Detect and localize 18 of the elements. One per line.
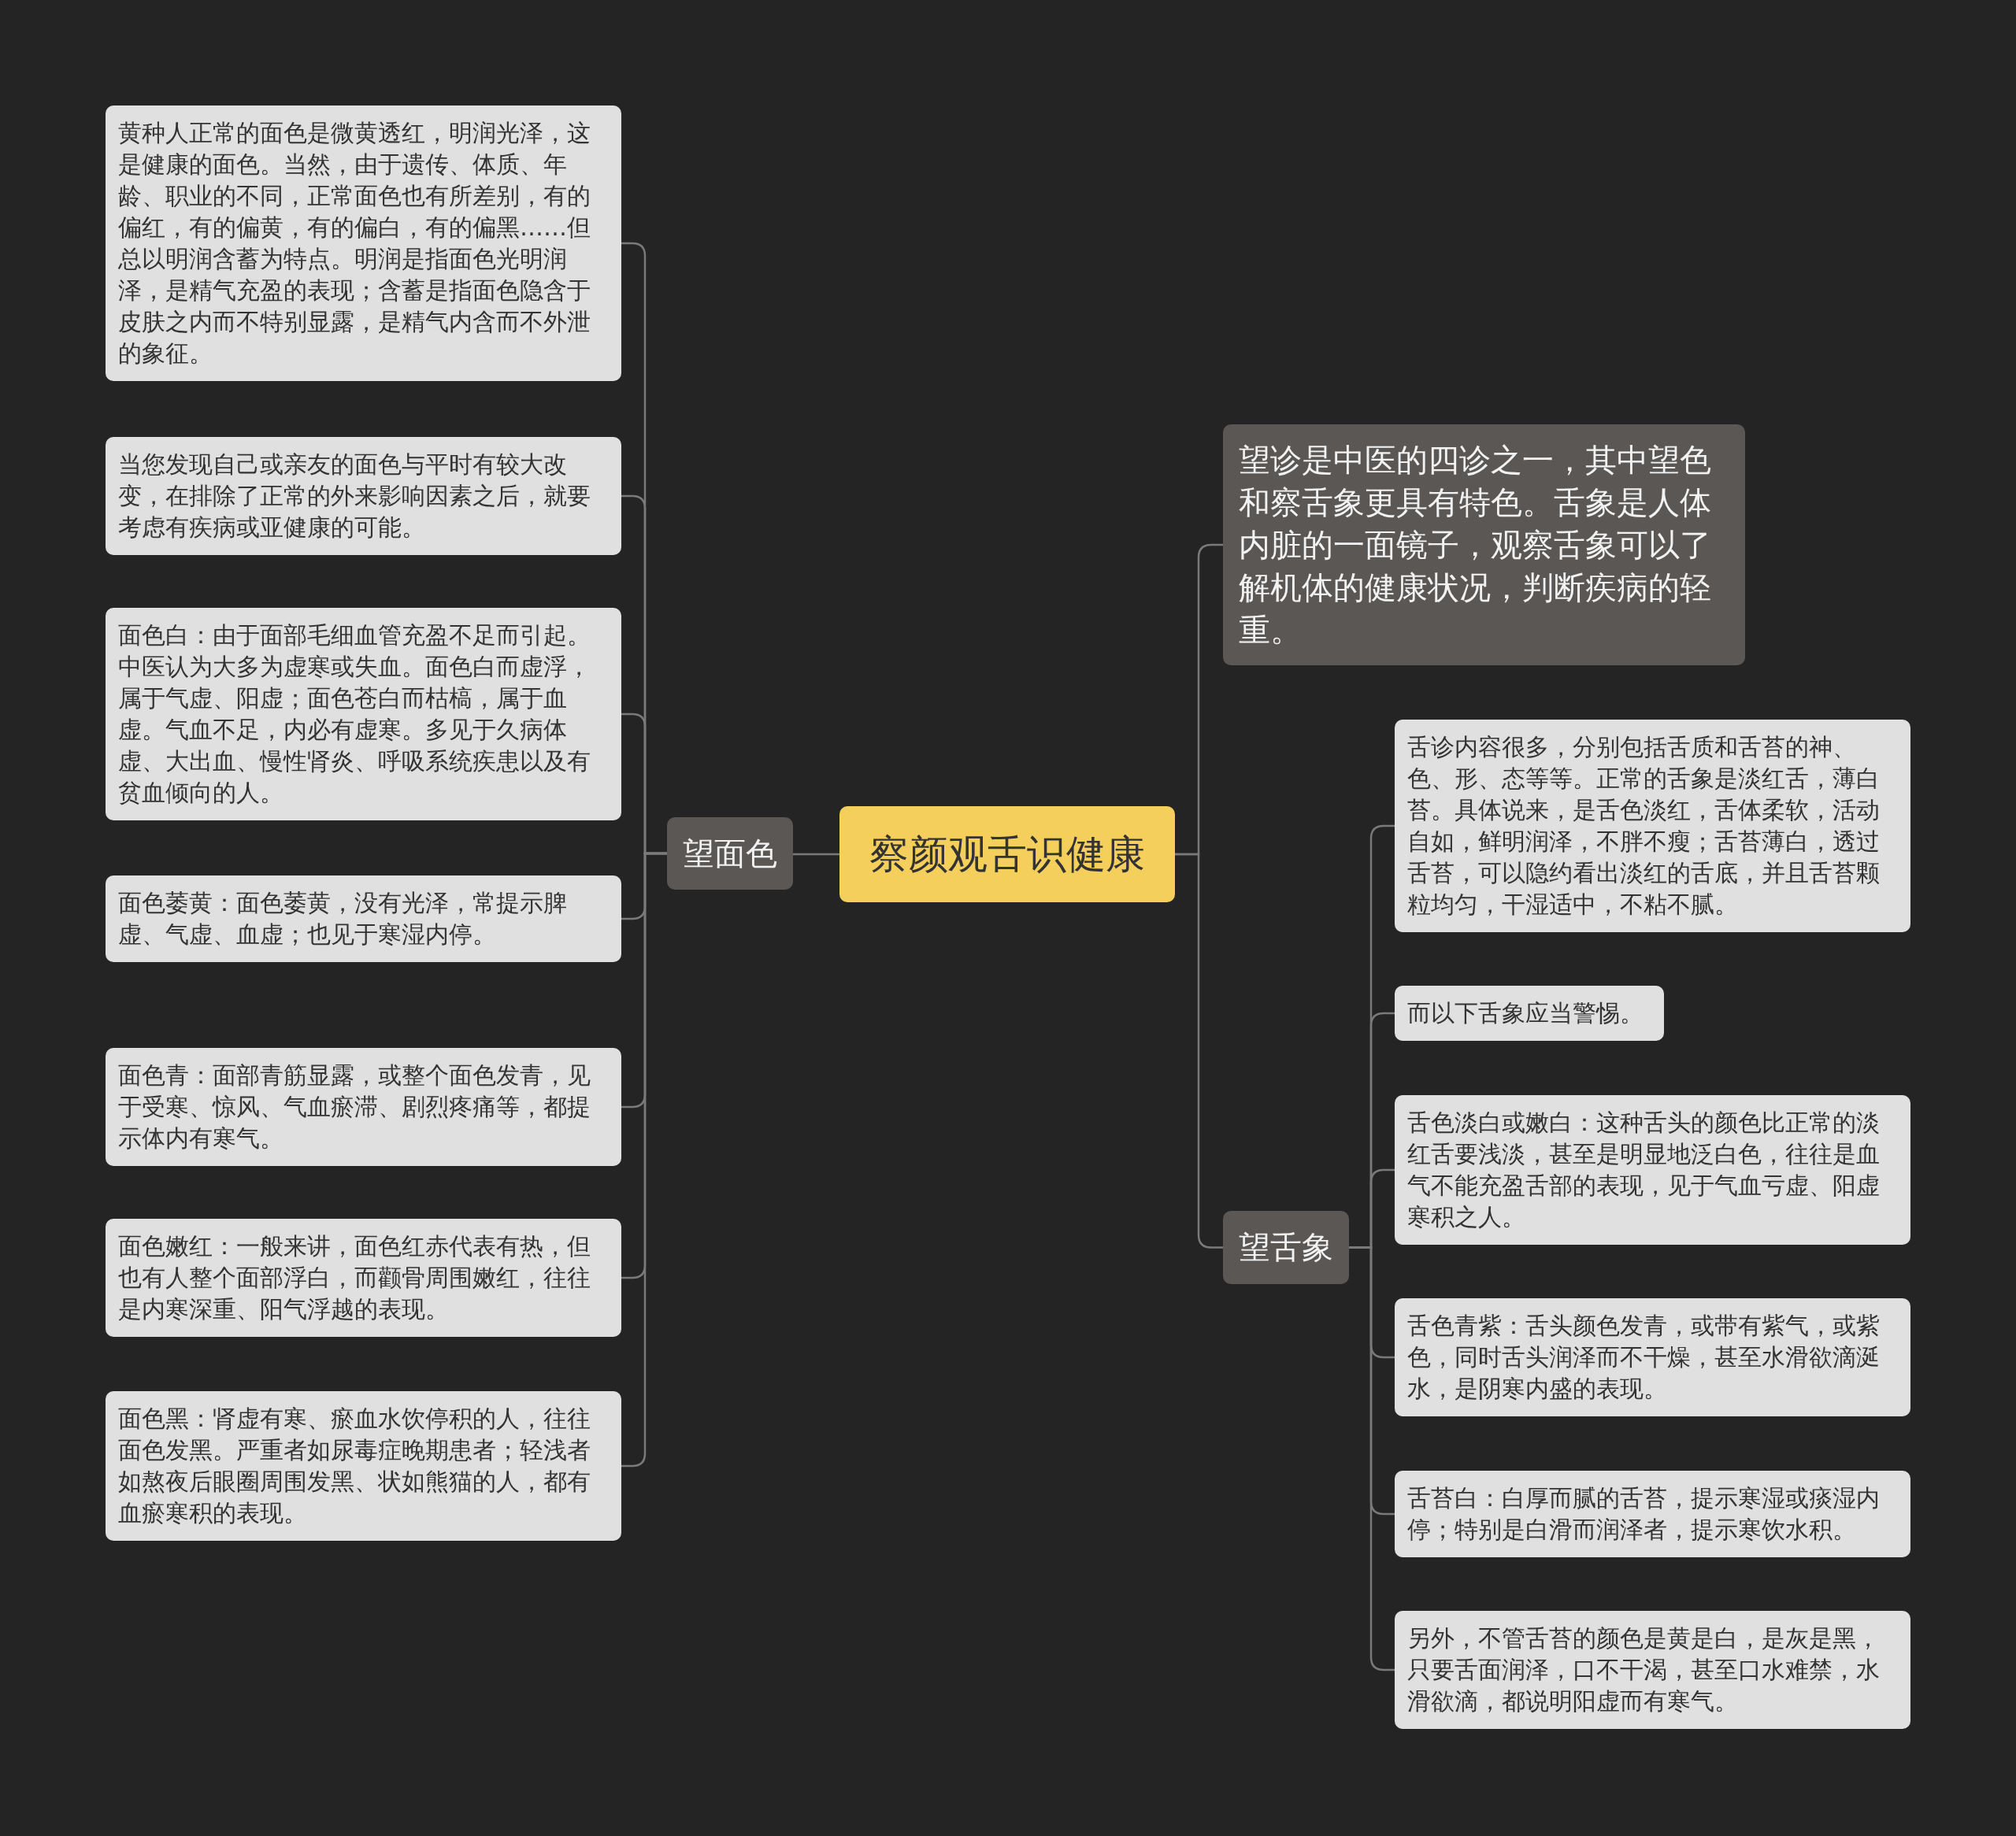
note-box: 当您发现自己或亲友的面色与平时有较大改变，在排除了正常的外来影响因素之后，就要考虑有疾病或亚健康的可能。 (106, 437, 621, 555)
branch-topic-box: 望舌象 (1223, 1211, 1349, 1284)
note-box: 舌苔白：白厚而腻的舌苔，提示寒湿或痰湿内停；特别是白滑而润泽者，提示寒饮水积。 (1395, 1471, 1910, 1557)
note-box: 另外，不管舌苔的颜色是黄是白，是灰是黑，只要舌面润泽，口不干渴，甚至口水难禁，水滑欲滴，都说明阳虚而有寒气。 (1395, 1611, 1910, 1729)
note-box: 舌诊内容很多，分别包括舌质和舌苔的神、色、形、态等等。正常的舌象是淡红舌，薄白苔。具体说来，是舌色淡红，舌体柔软，活动自如，鲜明润泽，不胖不瘦；舌苔薄白，透过舌苔，可以隐约看出淡红的舌底，并且舌苔颗粒均匀，干湿适中，不粘不腻。 (1395, 720, 1910, 932)
note-box: 面色青：面部青筋显露，或整个面色发青，见于受寒、惊风、气血瘀滞、剧烈疼痛等，都提示体内有寒气。 (106, 1048, 621, 1166)
connector-line (793, 853, 839, 856)
note-box: 面色萎黄：面色萎黄，没有光泽，常提示脾虚、气虚、血虚；也见于寒湿内停。 (106, 875, 621, 962)
note-box: 望诊是中医的四诊之一，其中望色和察舌象更具有特色。舌象是人体内脏的一面镜子，观察舌象可以了解机体的健康状况，判断疾病的轻重。 (1223, 424, 1745, 665)
note-box: 舌色淡白或嫩白：这种舌头的颜色比正常的淡红舌要浅淡，甚至是明显地泛白色，往往是血气不能充盈舌部的表现，见于气血亏虚、阳虚寒积之人。 (1395, 1095, 1910, 1245)
note-box: 面色白：由于面部毛细血管充盈不足而引起。中医认为大多为虚寒或失血。面色白而虚浮，属于气虚、阳虚；面色苍白而枯槁，属于血虚。气血不足，内必有虚寒。多见于久病体虚、大出血、慢性肾炎、呼吸系统疾患以及有贫血倾向的人。 (106, 608, 621, 820)
note-box: 而以下舌象应当警惕。 (1395, 986, 1664, 1041)
note-box: 面色嫩红：一般来讲，面色红赤代表有热，但也有人整个面部浮白，而颧骨周围嫩红，往往是内寒深重、阳气浮越的表现。 (106, 1219, 621, 1337)
note-box: 舌色青紫：舌头颜色发青，或带有紫气，或紫色，同时舌头润泽而不干燥，甚至水滑欲滴涎水，是阴寒内盛的表现。 (1395, 1298, 1910, 1416)
note-box: 面色黑：肾虚有寒、瘀血水饮停积的人，往往面色发黑。严重者如尿毒症晚期患者；轻浅者如熬夜后眼圈周围发黑、状如熊猫的人，都有血瘀寒积的表现。 (106, 1391, 621, 1541)
note-box: 黄种人正常的面色是微黄透红，明润光泽，这是健康的面色。当然，由于遗传、体质、年龄、职业的不同，正常面色也有所差别，有的偏红，有的偏黄，有的偏白，有的偏黑……但总以明润含蓄为特点。明润是指面色光明润泽，是精气充盈的表现；含蓄是指面色隐含于皮肤之内而不特别显露，是精气内含而不外泄的象征。 (106, 105, 621, 381)
branch-topic-box: 望面色 (667, 817, 793, 890)
central-topic-box: 察颜观舌识健康 (839, 806, 1175, 902)
